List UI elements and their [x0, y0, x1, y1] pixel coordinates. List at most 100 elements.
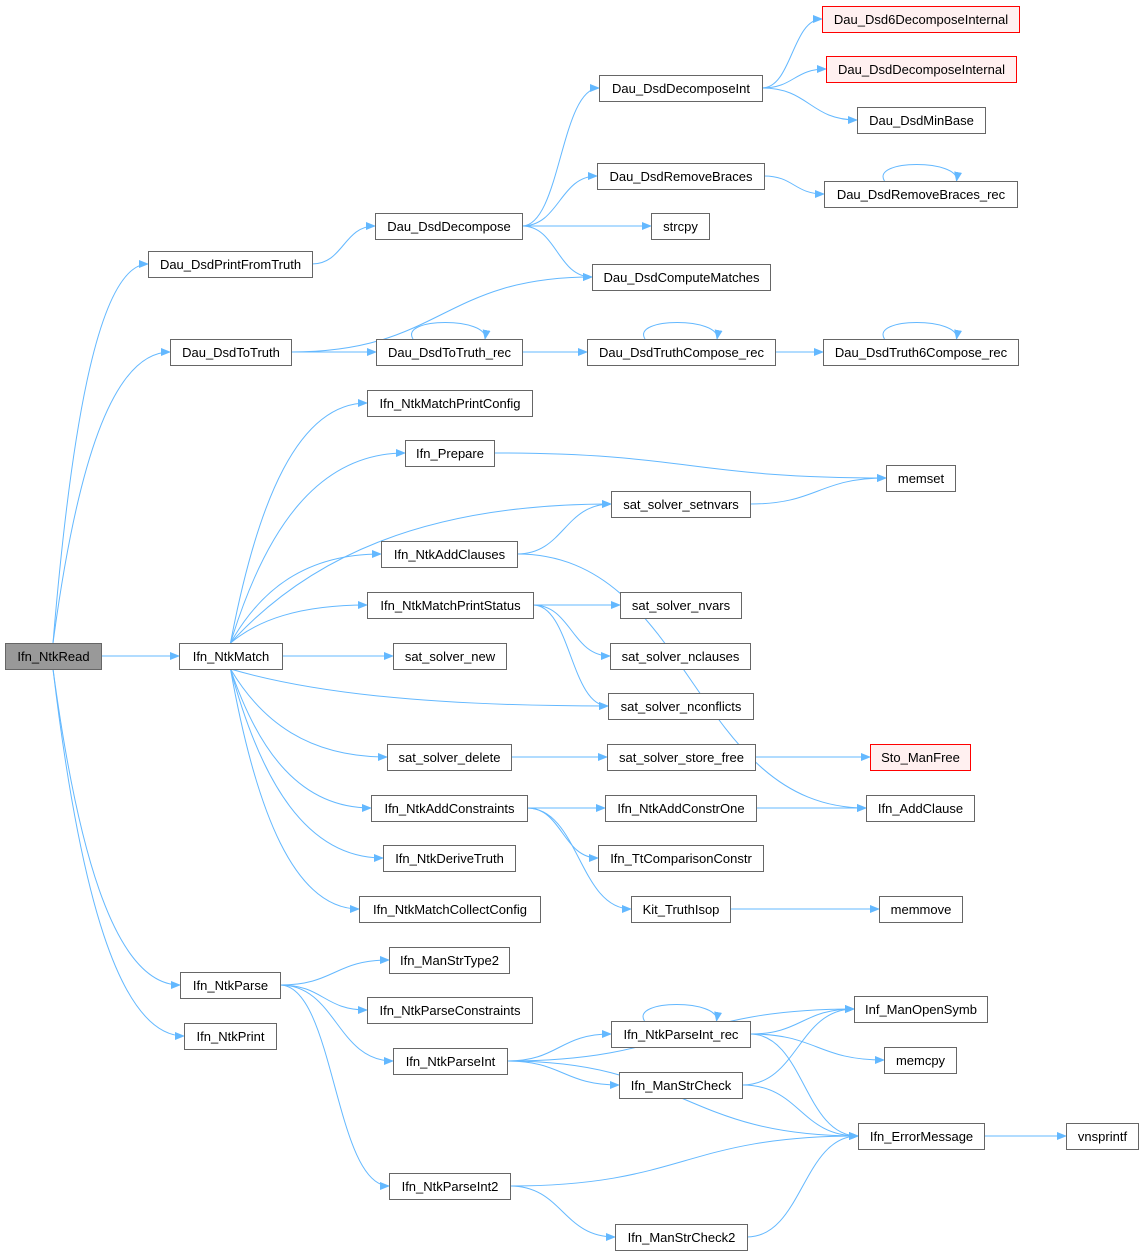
node-truthcompose_rec[interactable]: Dau_DsdTruthCompose_rec: [587, 339, 776, 366]
node-manstrcheck[interactable]: Ifn_ManStrCheck: [619, 1072, 743, 1099]
node-box: [389, 947, 510, 974]
node-label: Dau_Dsd6DecomposeInternal: [834, 12, 1008, 27]
node-strcpy[interactable]: strcpy: [651, 213, 710, 240]
node-memmove[interactable]: memmove: [879, 896, 963, 923]
node-addconstraints[interactable]: Ifn_NtkAddConstraints: [371, 795, 528, 822]
node-parseint2[interactable]: Ifn_NtkParseInt2: [389, 1173, 511, 1200]
node-minbase[interactable]: Dau_DsdMinBase: [857, 107, 986, 134]
edge-addclauses-to-addclause: [516, 553, 867, 812]
node-box: [371, 795, 528, 822]
node-box: [615, 1224, 748, 1251]
node-box: [375, 213, 523, 240]
edge-parseint-to-manstrcheck: [506, 1060, 620, 1089]
node-label: sat_solver_nvars: [632, 598, 731, 613]
node-errormessage[interactable]: Ifn_ErrorMessage: [858, 1123, 985, 1150]
edge-manstrcheck-to-errormessage: [741, 1084, 859, 1140]
node-ntkread[interactable]: Ifn_NtkRead: [5, 643, 102, 670]
node-dsddecompose[interactable]: Dau_DsdDecompose: [375, 213, 523, 240]
node-label: Dau_DsdToTruth_rec: [388, 345, 512, 360]
node-ntkprint[interactable]: Ifn_NtkPrint: [184, 1023, 277, 1050]
node-box: [857, 107, 986, 134]
node-box: [607, 744, 756, 771]
node-memset[interactable]: memset: [886, 465, 956, 492]
node-box: [886, 465, 956, 492]
node-derivetruth[interactable]: Ifn_NtkDeriveTruth: [383, 845, 516, 872]
node-label: Dau_DsdDecomposeInt: [612, 81, 750, 96]
node-solverdelete[interactable]: sat_solver_delete: [387, 744, 512, 771]
node-setnvars[interactable]: sat_solver_setnvars: [611, 491, 751, 518]
node-matchprintstatus[interactable]: Ifn_NtkMatchPrintStatus: [367, 592, 534, 619]
edge-setnvars-to-memset: [749, 474, 887, 505]
edge-truth6compose_rec-to-truth6compose_rec: [882, 322, 963, 340]
edge-ntkmatch-to-setnvars: [230, 500, 612, 644]
node-label: Ifn_ManStrCheck: [631, 1078, 732, 1093]
edge-ntkmatch-to-addclauses: [230, 550, 382, 644]
node-label: Dau_DsdMinBase: [869, 113, 974, 128]
edge-ntkmatch-to-solverdelete: [230, 668, 388, 761]
node-parseconstraints[interactable]: Ifn_NtkParseConstraints: [367, 997, 533, 1024]
node-dsdtotruth[interactable]: Dau_DsdToTruth: [170, 339, 292, 366]
node-box: [611, 1021, 751, 1048]
node-vnsprintf[interactable]: vnsprintf: [1066, 1123, 1139, 1150]
node-matchprintconfig[interactable]: Ifn_NtkMatchPrintConfig: [367, 390, 533, 417]
node-box: [367, 592, 534, 619]
edge-prepare-to-memset: [493, 452, 887, 482]
node-label: Dau_DsdToTruth: [182, 345, 280, 360]
edge-removebraces-to-removebraces_rec: [763, 175, 825, 198]
node-stomanfree[interactable]: Sto_ManFree: [870, 744, 971, 771]
edge-parseint2-to-manstrcheck2: [509, 1185, 616, 1241]
node-dsddecomposeinternal[interactable]: Dau_DsdDecomposeInternal: [826, 56, 1017, 83]
node-box: [858, 1123, 985, 1150]
node-ntkmatch[interactable]: Ifn_NtkMatch: [179, 643, 283, 670]
node-label: strcpy: [663, 219, 698, 234]
node-box: [367, 390, 533, 417]
node-box: [180, 972, 281, 999]
node-prepare[interactable]: Ifn_Prepare: [405, 440, 495, 467]
node-ttcomparison[interactable]: Ifn_TtComparisonConstr: [598, 845, 764, 872]
node-decomposeint[interactable]: Dau_DsdDecomposeInt: [599, 75, 763, 102]
node-box: [587, 339, 776, 366]
node-computematches[interactable]: Dau_DsdComputeMatches: [592, 264, 771, 291]
node-solvernew[interactable]: sat_solver_new: [393, 643, 507, 670]
node-label: vnsprintf: [1078, 1129, 1128, 1144]
node-truth6compose_rec[interactable]: Dau_DsdTruth6Compose_rec: [823, 339, 1019, 366]
node-nclauses[interactable]: sat_solver_nclauses: [610, 643, 751, 670]
node-addclauses[interactable]: Ifn_NtkAddClauses: [381, 541, 518, 568]
node-box: [608, 693, 754, 720]
node-box: [170, 339, 292, 366]
node-truthisop[interactable]: Kit_TruthIsop: [631, 896, 731, 923]
node-ntkparse[interactable]: Ifn_NtkParse: [180, 972, 281, 999]
node-dsd6decomposeinternal[interactable]: Dau_Dsd6DecomposeInternal: [822, 6, 1020, 33]
node-box: [393, 1048, 508, 1075]
node-memcpy[interactable]: memcpy: [884, 1047, 957, 1074]
edge-ntkread-to-ntkparse: [52, 668, 181, 989]
node-storefree[interactable]: sat_solver_store_free: [607, 744, 756, 771]
node-opensymb[interactable]: Inf_ManOpenSymb: [854, 996, 988, 1023]
node-box: [405, 440, 495, 467]
node-removebraces[interactable]: Dau_DsdRemoveBraces: [597, 163, 765, 190]
node-printfromtruth[interactable]: Dau_DsdPrintFromTruth: [148, 251, 313, 278]
node-addconstrone[interactable]: Ifn_NtkAddConstrOne: [605, 795, 757, 822]
edge-addclauses-to-setnvars: [516, 500, 612, 555]
node-parseint[interactable]: Ifn_NtkParseInt: [393, 1048, 508, 1075]
node-manstrcheck2[interactable]: Ifn_ManStrCheck2: [615, 1224, 748, 1251]
node-label: Dau_DsdRemoveBraces_rec: [837, 187, 1006, 202]
edge-parseint_rec-to-parseint_rec: [642, 1004, 723, 1022]
node-totruth_rec[interactable]: Dau_DsdToTruth_rec: [376, 339, 523, 366]
node-label: Dau_DsdTruthCompose_rec: [599, 345, 764, 360]
edge-matchprintstatus-to-nconflicts: [532, 604, 609, 710]
node-label: Dau_DsdTruth6Compose_rec: [835, 345, 1008, 360]
node-nvars[interactable]: sat_solver_nvars: [620, 592, 742, 619]
node-parseint_rec[interactable]: Ifn_NtkParseInt_rec: [611, 1021, 751, 1048]
edge-dsddecompose-to-removebraces: [521, 172, 598, 227]
node-addclause[interactable]: Ifn_AddClause: [866, 795, 975, 822]
node-manstrtype2[interactable]: Ifn_ManStrType2: [389, 947, 510, 974]
node-nconflicts[interactable]: sat_solver_nconflicts: [608, 693, 754, 720]
node-label: sat_solver_setnvars: [623, 497, 739, 512]
edge-parseint2-to-errormessage: [509, 1132, 859, 1187]
node-label: Ifn_Prepare: [416, 446, 484, 461]
node-label: Ifn_AddClause: [878, 801, 963, 816]
edge-dsddecompose-to-computematches: [521, 225, 593, 281]
node-collectconfig[interactable]: Ifn_NtkMatchCollectConfig: [359, 896, 541, 923]
node-removebraces_rec[interactable]: Dau_DsdRemoveBraces_rec: [824, 181, 1018, 208]
